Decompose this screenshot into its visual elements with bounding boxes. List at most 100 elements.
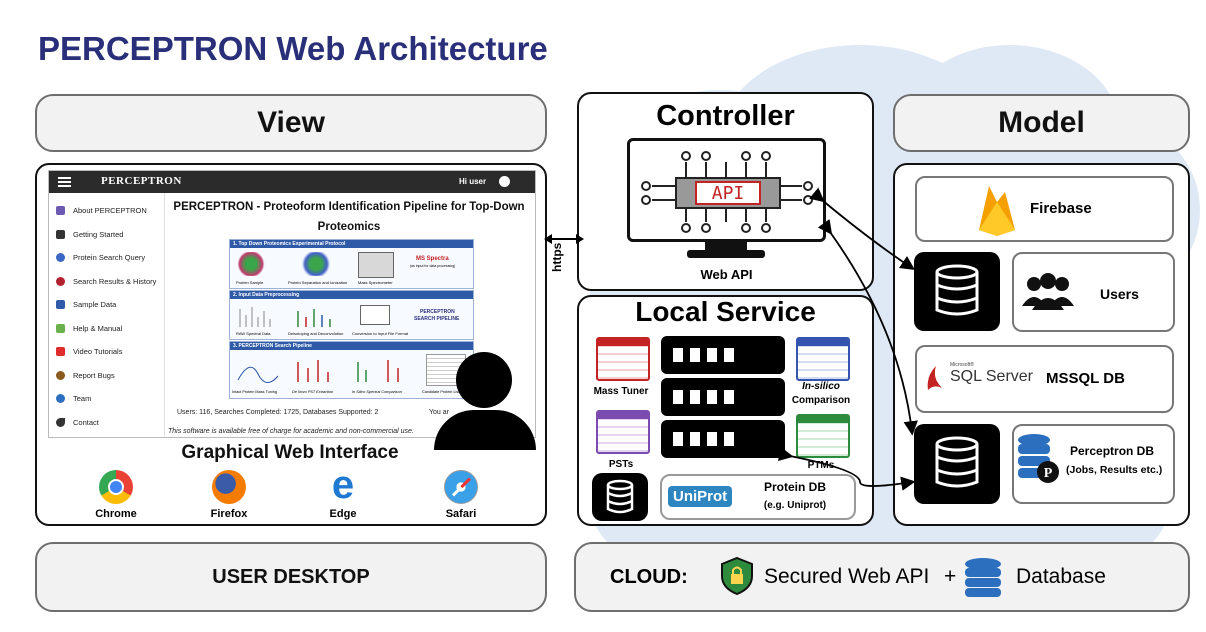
deconvolution-graph xyxy=(297,309,331,327)
label-protein-sample: Protein Sample xyxy=(236,280,264,285)
sidebar-item-contact[interactable]: Contact xyxy=(56,411,164,435)
uniprot-logo: UniProt xyxy=(668,486,733,507)
app-main-title: PERCEPTRON - Proteoform Identification P… xyxy=(173,201,525,233)
spectral-comparison-graph xyxy=(357,360,399,382)
greeting: Hi user xyxy=(459,177,487,186)
user-silhouette xyxy=(434,352,536,450)
protein-separation-image xyxy=(300,252,332,276)
raw-spectra-graph xyxy=(239,307,271,327)
cloud-text-api: Secured Web API xyxy=(764,565,930,588)
menu-icon[interactable] xyxy=(58,177,71,187)
sidebar-item-team[interactable]: Team xyxy=(56,387,164,411)
mssql-card xyxy=(915,345,1174,413)
sidebar-item-search[interactable]: Protein Search Query xyxy=(56,246,164,270)
sidebar-item-history[interactable]: Search Results & History xyxy=(56,270,164,294)
chat-icon xyxy=(56,206,65,216)
server-lights-3 xyxy=(673,432,735,446)
app-sidebar: About PERCEPTRON Getting Started Protein… xyxy=(49,193,165,437)
local-service-heading: Local Service xyxy=(635,296,816,327)
section-2-title: 2. Input Data Preprocessing xyxy=(230,291,473,299)
circuit-icon xyxy=(641,151,813,233)
protein-sample-image xyxy=(236,252,266,276)
cloud-text-database: Database xyxy=(1016,565,1106,588)
perceptron-db-note: (Jobs, Results etc.) xyxy=(1066,464,1163,476)
sidebar-item-help[interactable]: Help & Manual xyxy=(56,317,164,341)
file-format-image xyxy=(360,305,390,325)
section-1-title: 1. Top Down Proteomics Experimental Prot… xyxy=(230,240,473,248)
firebase-card xyxy=(915,176,1174,242)
firebase-label: Firebase xyxy=(1030,200,1092,217)
protein-db-note: (e.g. Uniprot) xyxy=(763,500,827,511)
cloud-footer xyxy=(574,542,1190,612)
perceptron-db-icon: P xyxy=(1018,434,1059,483)
psts-label: PSTs xyxy=(608,459,634,470)
app-stats: Users: 116, Searches Completed: 1725, Da… xyxy=(177,409,379,416)
api-text: API xyxy=(711,182,745,204)
page-title: PERCEPTRON Web Architecture xyxy=(38,30,548,67)
mass-tuner-label: Mass Tuner xyxy=(593,386,649,397)
app-footer-note: This software is available free of charg… xyxy=(168,428,414,435)
cloud-label: CLOUD: xyxy=(610,566,688,588)
users-database-icon xyxy=(914,252,1000,331)
sidebar-item-bugs[interactable]: Report Bugs xyxy=(56,364,164,388)
label-separation: Protein Separation and Ionization xyxy=(288,280,348,285)
server-lights-2 xyxy=(673,390,735,404)
browser-chrome-label: Chrome xyxy=(95,508,137,520)
browser-safari-label: Safari xyxy=(445,508,477,520)
shield-lock-icon xyxy=(721,556,753,596)
team-icon xyxy=(56,394,65,404)
user-body xyxy=(434,410,536,450)
browser-firefox-label: Firefox xyxy=(210,508,248,520)
mass-tuner-icon xyxy=(596,337,650,381)
perceptron-db-label: Perceptron DB xyxy=(1070,444,1155,458)
sidebar-item-videos[interactable]: Video Tutorials xyxy=(56,340,164,364)
user-icon[interactable] xyxy=(499,176,510,187)
edge-icon: e xyxy=(331,463,355,507)
monitor-stand xyxy=(705,242,747,252)
label-raw-data: RAW Spectral Data xyxy=(236,331,271,336)
label-search-pipeline: SEARCH PIPELINE xyxy=(414,316,460,322)
monitor-base xyxy=(687,250,765,258)
browser-edge-label: Edge xyxy=(329,508,357,520)
firebase-icon xyxy=(979,186,1015,236)
label-deconvolution: Deisotoping and Deconvolution xyxy=(288,331,344,336)
server-rack-icon xyxy=(661,336,785,458)
help-icon xyxy=(56,323,65,333)
web-api-label: Web API xyxy=(700,267,753,282)
users-card xyxy=(1012,252,1175,332)
sidebar-item-sample-data[interactable]: Sample Data xyxy=(56,293,164,317)
label-mass-spec: Mass Spectrometer xyxy=(358,280,393,285)
mass-tuning-graph xyxy=(237,366,279,383)
app-stats-right: You ar xyxy=(429,409,449,416)
bug-icon xyxy=(56,370,65,380)
label-candidate-list: Candidate Protein List xyxy=(422,390,460,394)
cloud-plus: + xyxy=(944,565,957,588)
sql-server-text: SQL Server xyxy=(950,368,1033,385)
phone-icon xyxy=(56,417,65,427)
pst-graph xyxy=(297,360,329,382)
chrome-icon xyxy=(99,470,133,504)
plane-icon xyxy=(56,229,65,239)
safari-icon xyxy=(444,470,478,504)
label-mass-tuning: Intact Protein Mass Tuning xyxy=(232,390,277,394)
search-icon xyxy=(56,253,65,263)
video-icon xyxy=(56,347,65,357)
users-label: Users xyxy=(1100,286,1139,302)
mass-spec-image xyxy=(358,252,394,278)
controller-heading: Controller xyxy=(656,100,795,132)
web-interface-caption: Graphical Web Interface xyxy=(181,442,399,463)
mssql-label: MSSQL DB xyxy=(1046,370,1125,387)
pipeline-section-1: 1. Top Down Proteomics Experimental Prot… xyxy=(229,239,474,289)
app-window: PERCEPTRON Hi user About PERCEPTRON Gett… xyxy=(48,170,536,438)
history-icon xyxy=(56,276,65,286)
sidebar-item-about[interactable]: About PERCEPTRON xyxy=(56,199,164,223)
model-heading: Model xyxy=(893,94,1190,152)
user-head xyxy=(456,352,512,408)
label-conversion: Conversion to Input File Format xyxy=(352,331,409,336)
perceptron-database-icon xyxy=(914,424,1000,504)
sidebar-item-getting-started[interactable]: Getting Started xyxy=(56,223,164,247)
pipeline-section-2: 2. Input Data Preprocessing RAW Spectral… xyxy=(229,290,474,340)
app-topbar: PERCEPTRON Hi user xyxy=(49,171,535,193)
